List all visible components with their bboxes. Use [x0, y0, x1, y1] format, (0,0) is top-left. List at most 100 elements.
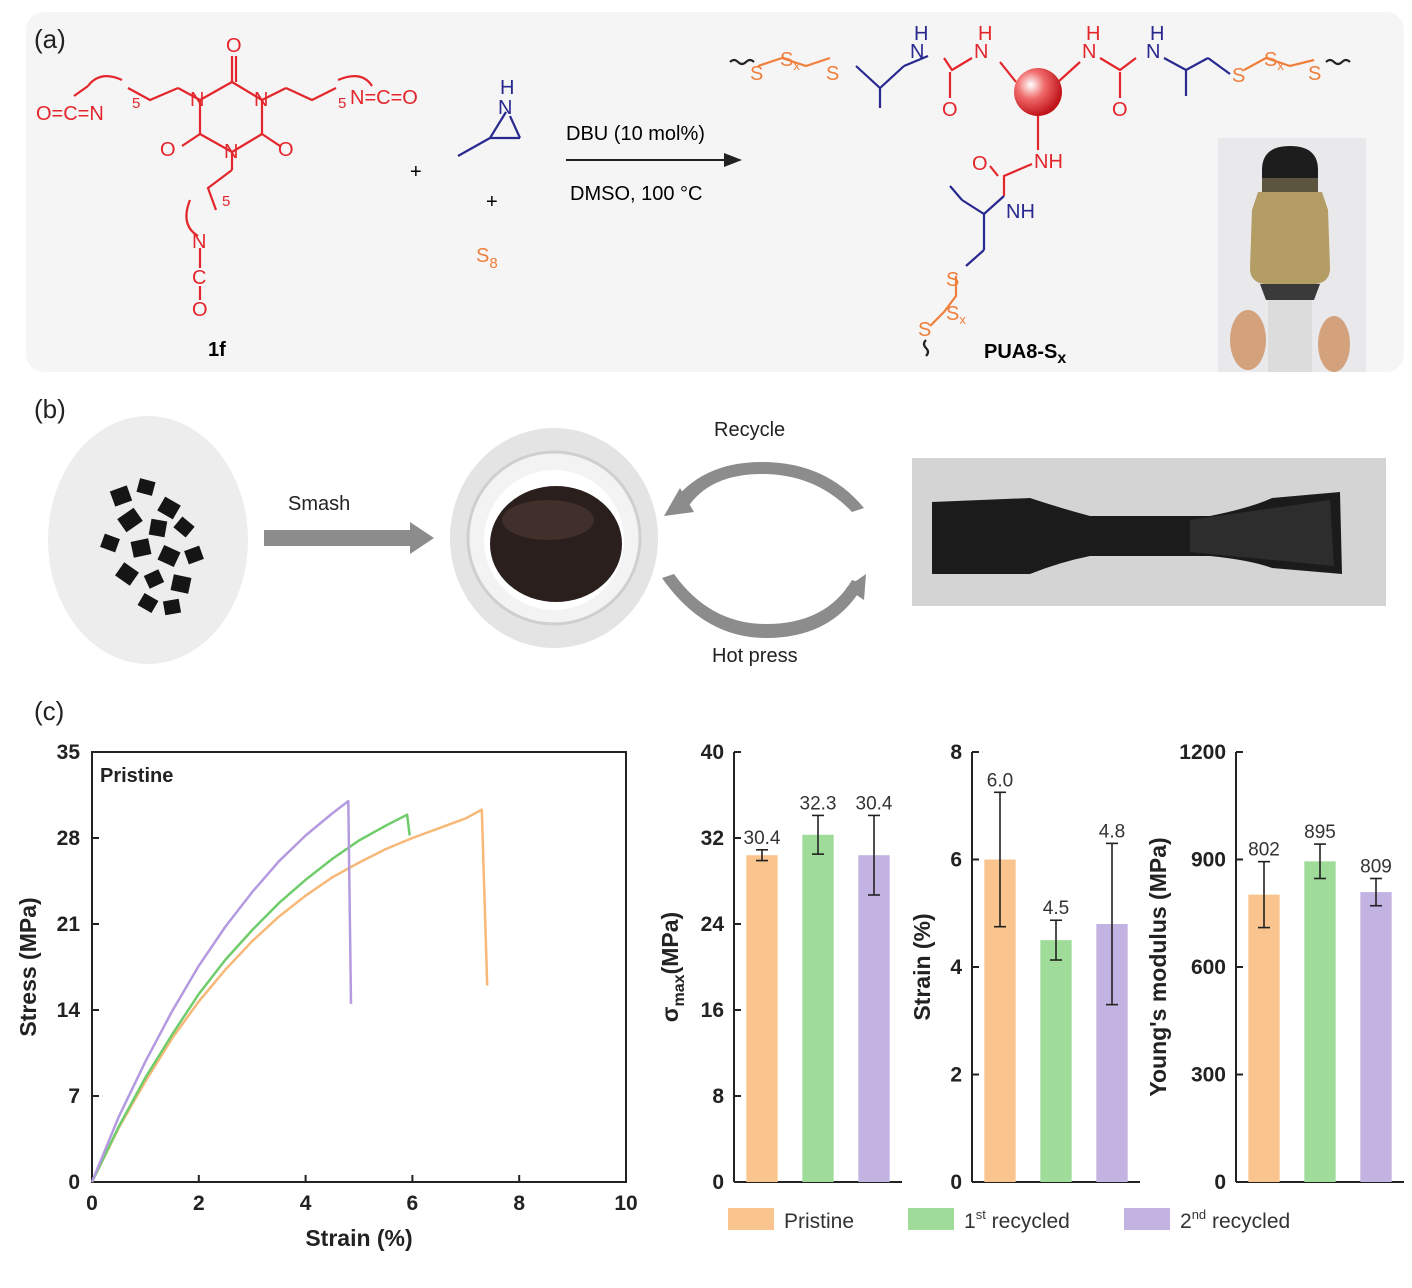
- aziridine-n: N: [498, 97, 512, 119]
- product-s-6: S: [918, 319, 931, 341]
- bar-chart-ytick-label: 40: [701, 741, 724, 764]
- sigma-max-ylabel: σmax(MPa): [657, 912, 688, 1022]
- bar-data-label: 4.5: [1043, 898, 1069, 919]
- dogbone-specimen-photo: [912, 458, 1386, 606]
- bar-data-label: 30.4: [744, 828, 781, 849]
- bar-data-label: 809: [1360, 856, 1392, 877]
- product-nh-1: NH: [1034, 151, 1063, 173]
- isocyanate-right: N=C=O: [350, 87, 418, 109]
- bar-chart-ytick-label: 8: [712, 1085, 724, 1108]
- panel-b-label: (b): [34, 394, 66, 424]
- product-n-2: N: [974, 41, 988, 63]
- legend-swatch-1st-recycled: [908, 1208, 954, 1230]
- panel-a-label: (a): [34, 24, 66, 54]
- bar-chart-ytick-label: 4: [950, 956, 962, 979]
- bar-chart-ytick-label: 300: [1191, 1064, 1226, 1087]
- line-chart-ytick-label: 35: [57, 741, 81, 764]
- repeat-subscript-right: 5: [338, 95, 346, 112]
- compound-1f-atoms: O=C=N 5 N=C=O 5 O O O N N N 5 N C O: [36, 35, 418, 321]
- line-series-recycled2: [90, 799, 353, 1183]
- bar-recycled2: [858, 855, 890, 1182]
- line-chart-xtick-label: 0: [86, 1192, 98, 1215]
- product-core-sphere: [1014, 68, 1062, 116]
- legend-swatch-pristine: [728, 1208, 774, 1230]
- ring-n-left: N: [190, 89, 204, 111]
- product-label: PUA8-Sx: [984, 341, 1066, 367]
- repeat-subscript-bottom: 5: [222, 193, 230, 210]
- line-chart-ytick-label: 21: [57, 913, 81, 936]
- bar-data-label: 802: [1248, 840, 1280, 861]
- strain-bar-ylabel: Strain (%): [909, 913, 935, 1020]
- smash-label: Smash: [288, 493, 350, 515]
- bar-recycled1: [802, 834, 834, 1182]
- aziridine-h: H: [500, 77, 514, 99]
- carbonyl-left: O: [160, 139, 176, 161]
- product-s-5: S: [946, 269, 959, 291]
- bar-recycled2: [1360, 892, 1392, 1182]
- ring-n-bottom: N: [224, 141, 238, 163]
- bar-chart-ytick-label: 0: [712, 1171, 724, 1194]
- product-s-1: S: [750, 63, 763, 85]
- line-chart-annotation: Pristine: [100, 765, 173, 787]
- product-h-3: H: [1086, 23, 1100, 45]
- product-s-4: S: [1308, 63, 1321, 85]
- bar-data-label: 6.0: [987, 770, 1013, 791]
- product-sx-right: Sx: [1264, 49, 1284, 73]
- line-chart-xtick-label: 4: [300, 1192, 312, 1215]
- crushed-pieces-photo: [48, 416, 248, 664]
- bar-chart-ytick-label: 16: [701, 999, 724, 1022]
- product-h-4: H: [1150, 23, 1164, 45]
- panel-c-label: (c): [34, 696, 64, 726]
- bar-data-label: 30.4: [856, 793, 893, 814]
- bar-chart-ytick-label: 32: [701, 827, 724, 850]
- bar-pristine: [746, 855, 778, 1182]
- reaction-conditions-bottom: DMSO, 100 °C: [570, 183, 702, 205]
- powder-dish-photo: [450, 428, 658, 648]
- reaction-conditions-top: DBU (10 mol%): [566, 123, 705, 145]
- product-atoms: S Sx S H N H N O H N H N O S Sx S NH O N…: [750, 23, 1321, 341]
- smash-arrow: [264, 522, 434, 554]
- legend-label-2nd-recycled: 2nd recycled: [1180, 1207, 1290, 1233]
- product-n-4: N: [1146, 41, 1160, 63]
- recycle-cycle-arrows: [662, 462, 866, 638]
- product-sx-bottom: Sx: [946, 303, 966, 327]
- compound-1f-structure: [73, 56, 373, 300]
- legend-label-1st-recycled: 1st recycled: [964, 1207, 1070, 1233]
- bar-data-label: 4.8: [1099, 821, 1125, 842]
- hot-press-label: Hot press: [712, 645, 798, 667]
- product-s-2: S: [826, 63, 839, 85]
- vial-photo: [1218, 138, 1366, 372]
- sulfur-s8: S8: [476, 245, 498, 272]
- plus-sign-2: +: [486, 191, 498, 213]
- product-sx-left: Sx: [780, 49, 800, 73]
- reaction-arrow: [566, 153, 742, 167]
- line-chart-ytick-label: 28: [57, 827, 81, 850]
- plus-sign-1: +: [410, 161, 422, 183]
- line-chart-xtick-label: 6: [407, 1192, 419, 1215]
- line-chart-ytick-label: 14: [57, 999, 81, 1022]
- isocyanate-bottom-n: N: [192, 231, 206, 253]
- line-chart-ylabel: Stress (MPa): [15, 897, 41, 1036]
- isocyanate-bottom-c: C: [192, 267, 206, 289]
- bar-chart-ytick-label: 0: [1214, 1171, 1226, 1194]
- product-nh-2: NH: [1006, 201, 1035, 223]
- product-o-1: O: [942, 99, 958, 121]
- legend-swatch-2nd-recycled: [1124, 1208, 1170, 1230]
- legend-label-pristine: Pristine: [784, 1210, 854, 1233]
- bar-recycled1: [1040, 940, 1072, 1182]
- line-series-pristine: [90, 808, 489, 1183]
- bar-chart-ytick-label: 8: [950, 741, 962, 764]
- line-chart-ytick-label: 0: [68, 1171, 80, 1194]
- carbonyl-top: O: [226, 35, 242, 57]
- ring-n-right: N: [254, 89, 268, 111]
- recycle-label: Recycle: [714, 419, 785, 441]
- bar-chart-ytick-label: 0: [950, 1171, 962, 1194]
- line-chart-xtick-label: 2: [193, 1192, 205, 1215]
- bar-chart-ytick-label: 600: [1191, 956, 1226, 979]
- bar-data-label: 32.3: [800, 793, 837, 814]
- methyl-aziridine-structure: [457, 111, 522, 157]
- product-o-3: O: [972, 153, 988, 175]
- product-structure-bonds: [729, 54, 1351, 357]
